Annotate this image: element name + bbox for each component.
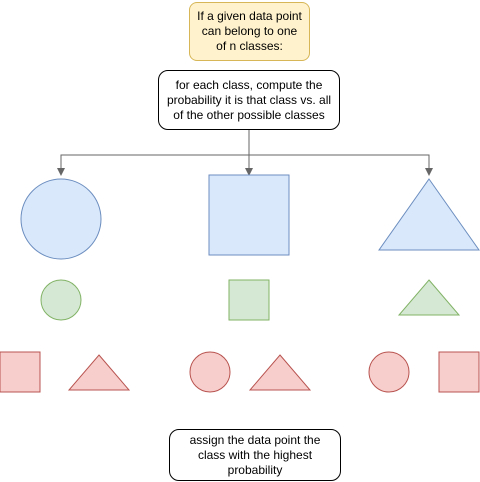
connector-right: [249, 154, 433, 176]
class-circle-shape: [20, 178, 102, 260]
rest-circle-shape: [189, 351, 231, 393]
positive-circle-shape: [40, 279, 82, 321]
class-square-shape: [208, 174, 290, 256]
result-step: assign the data point the class with the…: [169, 429, 341, 481]
positive-triangle-shape: [397, 279, 461, 316]
condition-text: If a given data point can belong to one …: [197, 9, 302, 53]
condition-note: If a given data point can belong to one …: [189, 2, 310, 61]
positive-square-shape: [228, 279, 270, 321]
rest-square-shape: [438, 351, 480, 393]
rest-square-shape: [0, 351, 41, 393]
connector-left: [57, 154, 249, 176]
class-triangle-shape: [378, 178, 480, 251]
compute-step: for each class, compute the probability …: [158, 70, 340, 130]
result-text: assign the data point the class with the…: [189, 432, 321, 477]
compute-text: for each class, compute the probability …: [166, 77, 332, 122]
rest-triangle-shape: [248, 354, 312, 391]
rest-triangle-shape: [67, 354, 131, 391]
rest-circle-shape: [368, 351, 410, 393]
connectors: [57, 130, 433, 176]
